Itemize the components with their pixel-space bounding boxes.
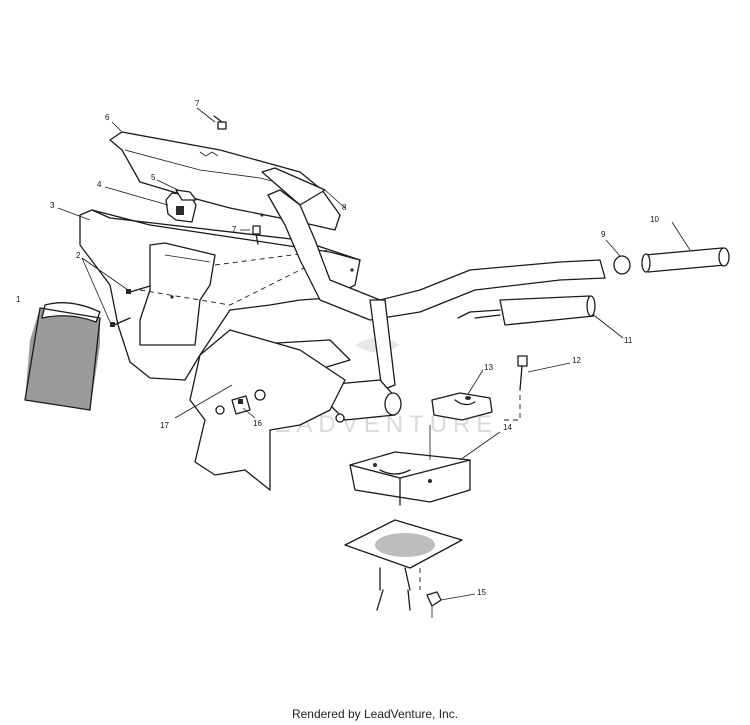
- part-13-upper-clamp[interactable]: [431, 392, 493, 421]
- callout-5: 5: [151, 173, 156, 182]
- callout-13: 13: [484, 363, 493, 372]
- callout-7-top: 7: [195, 99, 200, 108]
- part-1-lens-cover[interactable]: [24, 302, 101, 411]
- callout-17: 17: [160, 421, 169, 430]
- part-7-screw-top[interactable]: [213, 115, 227, 130]
- part-10-grip[interactable]: [641, 247, 730, 273]
- part-16-bushing[interactable]: [231, 395, 251, 415]
- callout-6: 6: [105, 113, 110, 122]
- callout-15: 15: [477, 588, 486, 597]
- part-14-lower-clamp[interactable]: [349, 425, 471, 506]
- part-8-handlebar[interactable]: [261, 167, 606, 391]
- part-2-screws[interactable]: [110, 285, 151, 327]
- exploded-parts-diagram: LEADVENTURE: [16, 99, 730, 618]
- part-11-heated-grip[interactable]: [457, 295, 596, 326]
- footer-credit: Rendered by LeadVenture, Inc.: [291, 707, 459, 721]
- part-15-nut[interactable]: [419, 568, 442, 618]
- part-12-bolt[interactable]: [500, 355, 528, 421]
- callout-7-middle: 7: [232, 225, 237, 234]
- callout-3: 3: [50, 201, 55, 210]
- callout-9: 9: [601, 230, 606, 239]
- callout-labels: 1 2 3 4 5 6 7 7 8 9 10 11 12 13 14 15 16…: [16, 99, 659, 597]
- callout-4: 4: [97, 180, 102, 189]
- callout-14: 14: [503, 423, 512, 432]
- callout-8: 8: [342, 203, 347, 212]
- part-7-screw-middle[interactable]: [252, 225, 261, 245]
- callout-1: 1: [16, 295, 21, 304]
- part-17-lower-panel[interactable]: [189, 329, 346, 491]
- part-3-headlight-pod[interactable]: [79, 209, 361, 381]
- callout-12: 12: [572, 356, 581, 365]
- part-5-switch-bezel[interactable]: [175, 189, 197, 201]
- callout-16: 16: [253, 419, 262, 428]
- callout-10: 10: [650, 215, 659, 224]
- callout-2: 2: [76, 251, 81, 260]
- callout-11: 11: [624, 336, 633, 345]
- part-9-bar-end[interactable]: [613, 255, 631, 275]
- mounting-plate: [344, 519, 463, 611]
- leader-lines: [57, 107, 691, 601]
